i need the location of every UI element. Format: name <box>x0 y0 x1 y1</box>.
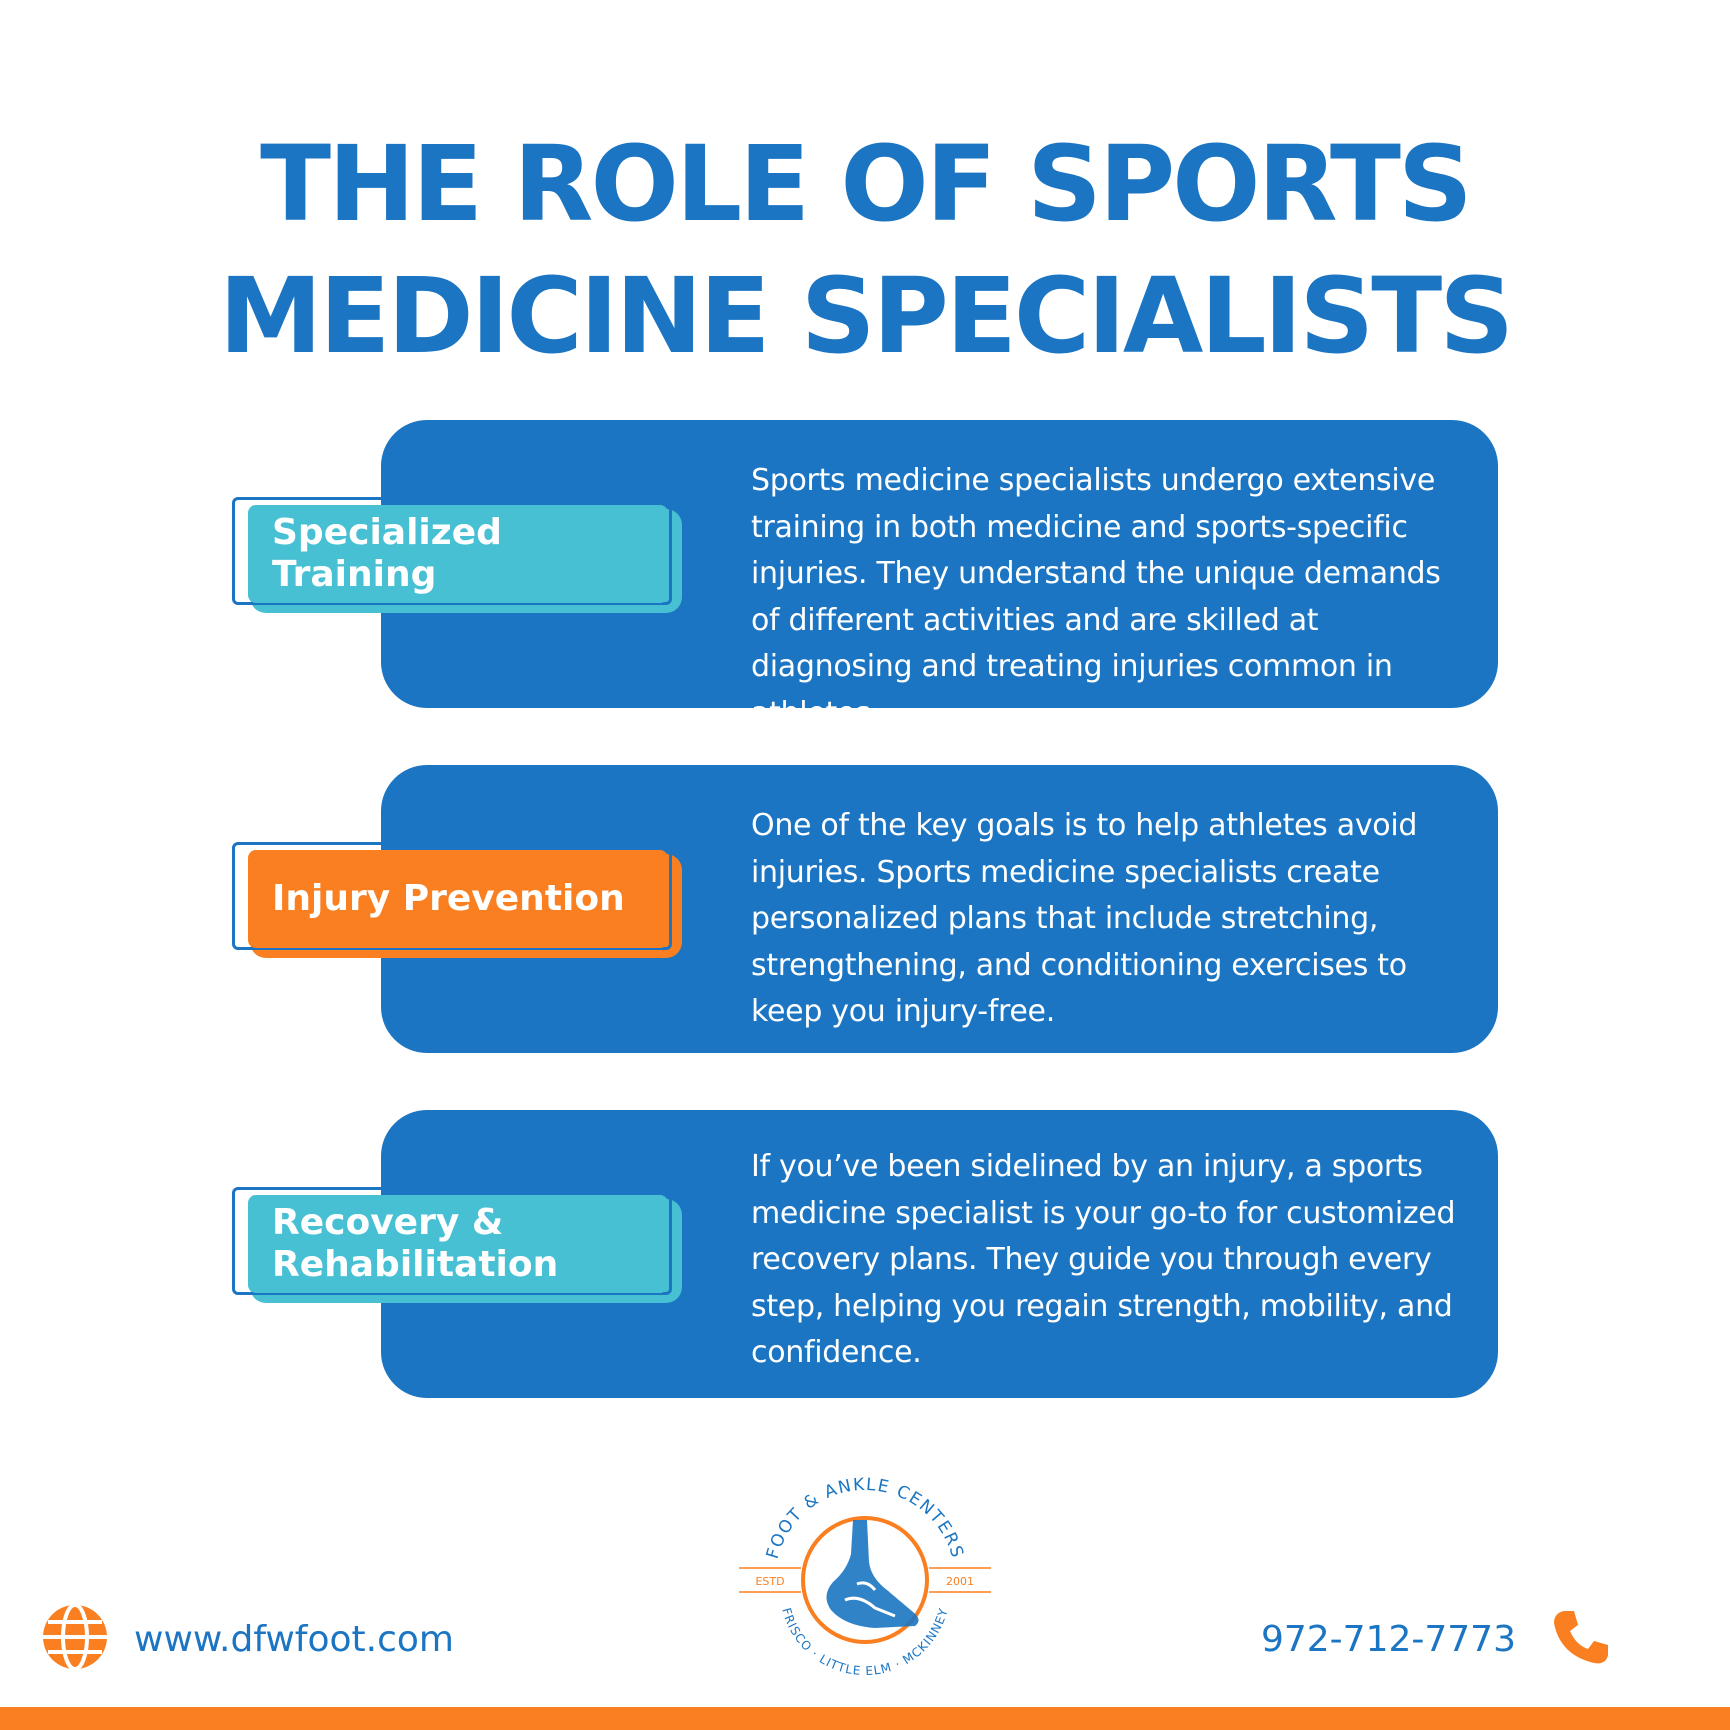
card-injury-prevention: One of the key goals is to help athletes… <box>381 765 1498 1053</box>
tag-specialized-training: Specialized Training <box>232 497 682 613</box>
footer-website[interactable]: www.dfwfoot.com <box>40 1602 454 1677</box>
globe-icon <box>40 1602 110 1677</box>
tag-injury-prevention: Injury Prevention <box>232 842 682 958</box>
bottom-accent-bar <box>0 1707 1730 1730</box>
card-description: One of the key goals is to help athletes… <box>751 808 1418 1029</box>
website-link[interactable]: www.dfwfoot.com <box>134 1618 454 1660</box>
title-line-1: THE ROLE OF SPORTS <box>260 123 1473 245</box>
phone-icon <box>1550 1607 1610 1672</box>
card-description: Sports medicine specialists undergo exte… <box>751 463 1441 731</box>
phone-number[interactable]: 972-712-7773 <box>1260 1618 1516 1660</box>
card-specialized-training: Sports medicine specialists undergo exte… <box>381 420 1498 731</box>
tag-label: Recovery & Rehabilitation <box>248 1195 668 1293</box>
tag-outline <box>232 1187 672 1295</box>
tag-outline <box>232 497 672 605</box>
logo-year: 2001 <box>946 1575 974 1588</box>
card-description: If you’ve been sidelined by an injury, a… <box>751 1149 1456 1370</box>
tag-outline <box>232 842 672 950</box>
logo-estd: ESTD <box>755 1575 784 1588</box>
foot-ankle-centers-logo: FOOT & ANKLE CENTERS FRISCO · LITTLE ELM… <box>735 1450 995 1710</box>
page-title: THE ROLE OF SPORTS MEDICINE SPECIALISTS <box>0 118 1730 382</box>
tag-label: Specialized Training <box>248 505 668 603</box>
tag-recovery-rehabilitation: Recovery & Rehabilitation <box>232 1187 682 1303</box>
title-line-2: MEDICINE SPECIALISTS <box>218 255 1514 377</box>
tag-label: Injury Prevention <box>248 850 668 948</box>
footer-phone[interactable]: 972-712-7773 <box>1261 1604 1610 1674</box>
